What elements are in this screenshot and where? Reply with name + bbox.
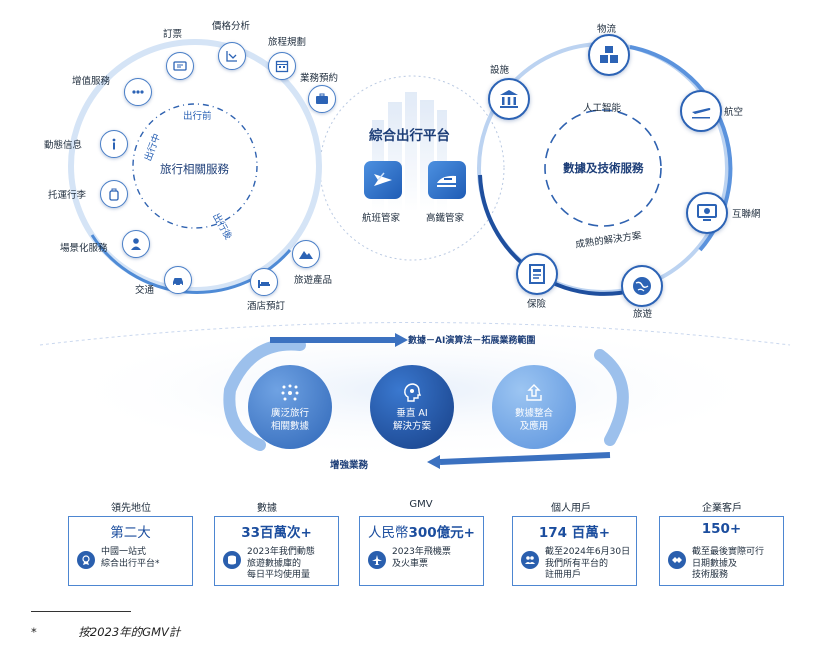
right-label-logistics: 物流 bbox=[597, 24, 617, 35]
stat-enterprise-text-3: 技術服務 bbox=[692, 570, 729, 581]
luggage-icon bbox=[100, 180, 128, 208]
globe-icon bbox=[621, 265, 663, 307]
phase-before: 出行前 bbox=[183, 111, 212, 122]
info-icon bbox=[100, 130, 128, 158]
stat-card-leading: 第二大 中國一站式綜合出行平台* bbox=[68, 516, 193, 586]
stat-data-text-3: 每日平均使用量 bbox=[247, 570, 311, 581]
bubble-data: 廣泛旅行 相關數據 bbox=[248, 365, 332, 449]
left-ring-title: 旅行相關服務 bbox=[160, 162, 229, 176]
bubble-ai-line1: 垂直 AI bbox=[396, 408, 428, 420]
document-icon bbox=[516, 253, 558, 295]
stat-header-leading: 領先地位 bbox=[111, 503, 151, 514]
briefcase-icon bbox=[308, 85, 336, 113]
stat-card-data: 33百萬次+ 2023年我們動態旅遊數據庫的每日平均使用量 bbox=[214, 516, 339, 586]
ring-label-hotel: 酒店預訂 bbox=[247, 301, 286, 312]
stat-users-text-2: 我們所有平台的 bbox=[545, 558, 609, 569]
footnote-mark: * bbox=[31, 625, 37, 639]
stat-gmv-text-2: 及火車票 bbox=[392, 558, 429, 569]
app-label-train: 高鐵管家 bbox=[426, 213, 465, 224]
platform-title: 綜合出行平台 bbox=[369, 128, 450, 144]
ring-label-tour: 旅遊產品 bbox=[294, 275, 333, 286]
bubble-ai: 垂直 AI 解決方案 bbox=[370, 365, 454, 449]
right-label-facility: 設施 bbox=[490, 65, 510, 76]
stat-header-enterprise: 企業客戶 bbox=[702, 503, 742, 514]
cycle-bottom-arrow-label: 增強業務 bbox=[330, 460, 369, 471]
bubble-ai-line2: 解決方案 bbox=[392, 420, 431, 432]
plane-app-icon bbox=[364, 161, 402, 199]
plane-small-icon bbox=[368, 551, 386, 569]
ring-label-luggage: 托運行李 bbox=[48, 190, 87, 201]
ring-label-info: 動態信息 bbox=[44, 140, 83, 151]
footnote-text: 按2023年的GMV計 bbox=[78, 625, 181, 639]
stat-leading-text-1: 中國一站式 bbox=[101, 547, 147, 557]
footnote-rule bbox=[31, 611, 131, 612]
ai-head-icon bbox=[404, 383, 422, 402]
bed-icon bbox=[250, 268, 278, 296]
stat-leading-text-2: 綜合出行平台* bbox=[101, 558, 160, 569]
stat-enterprise-text-1: 截至最後實際可行 bbox=[692, 547, 765, 557]
ring-label-business: 業務預約 bbox=[300, 73, 339, 84]
stat-header-users: 個人用戶 bbox=[551, 503, 591, 514]
stat-header-gmv: GMV bbox=[409, 499, 433, 510]
stat-enterprise-value: 150+ bbox=[701, 521, 742, 537]
building-icon bbox=[488, 78, 530, 120]
stat-users-value: 174 百萬+ bbox=[538, 525, 611, 541]
stat-enterprise-text-2: 日期數據及 bbox=[692, 558, 738, 569]
ring-label-scenario: 場景化服務 bbox=[60, 243, 108, 254]
database-icon bbox=[223, 551, 241, 569]
mountain-icon bbox=[292, 240, 320, 268]
ticket-icon bbox=[166, 52, 194, 80]
stat-users-text-3: 註冊用戶 bbox=[545, 570, 582, 581]
bubble-data-line1: 廣泛旅行 bbox=[270, 408, 309, 420]
right-ring-top-text: 人工智能 bbox=[583, 103, 622, 114]
stat-users-text-1: 截至2024年6月30日 bbox=[545, 547, 631, 557]
upload-icon bbox=[526, 384, 542, 401]
taxi-icon bbox=[164, 266, 192, 294]
chart-icon bbox=[218, 42, 246, 70]
stat-data-value: 33百萬次+ bbox=[241, 525, 312, 541]
award-icon bbox=[77, 551, 95, 569]
right-label-aviation: 航空 bbox=[724, 107, 744, 118]
ring-label-ticket: 訂票 bbox=[163, 29, 183, 40]
stat-card-users: 174 百萬+ 截至2024年6月30日我們所有平台的註冊用戶 bbox=[512, 516, 637, 586]
bubble-integration: 數據整合 及應用 bbox=[492, 365, 576, 449]
service-agent-icon bbox=[122, 230, 150, 258]
data-dots-icon bbox=[281, 384, 299, 401]
stat-leading-value: 第二大 bbox=[110, 525, 151, 541]
stat-gmv-prefix: 人民幣 bbox=[368, 525, 409, 541]
airplane-icon bbox=[680, 90, 722, 132]
stat-gmv-value: 300億元+ bbox=[408, 525, 476, 541]
more-icon bbox=[124, 78, 152, 106]
ring-label-price: 價格分析 bbox=[212, 21, 251, 32]
right-label-travel: 旅遊 bbox=[633, 309, 653, 320]
stat-header-data: 數據 bbox=[257, 503, 277, 514]
right-label-internet: 互聯網 bbox=[732, 209, 761, 220]
train-app-icon bbox=[428, 161, 466, 199]
footnote: * 按2023年的GMV計 bbox=[31, 624, 180, 640]
ring-label-plan: 旅程規劃 bbox=[268, 37, 307, 48]
bubble-integration-line1: 數據整合 bbox=[514, 408, 553, 420]
stat-card-gmv: 人民幣300億元+ 2023年飛機票及火車票 bbox=[359, 516, 484, 586]
handshake-icon bbox=[668, 551, 686, 569]
stat-card-enterprise: 150+ 截至最後實際可行日期數據及技術服務 bbox=[659, 516, 784, 586]
right-ring-title: 數據及技術服務 bbox=[563, 161, 644, 175]
stat-gmv-text-1: 2023年飛機票 bbox=[392, 547, 451, 557]
right-label-insurance: 保險 bbox=[527, 299, 547, 310]
calendar-icon bbox=[268, 52, 296, 80]
ring-label-value: 增值服務 bbox=[72, 76, 111, 87]
bubble-integration-line2: 及應用 bbox=[519, 420, 549, 432]
boxes-icon bbox=[588, 34, 630, 76]
users-icon bbox=[521, 551, 539, 569]
monitor-icon bbox=[686, 192, 728, 234]
cycle-top-arrow-label: 數據－AI演算法－拓展業務範圍 bbox=[408, 336, 536, 346]
stat-data-text-1: 2023年我們動態 bbox=[247, 547, 315, 557]
app-label-flight: 航班管家 bbox=[362, 213, 401, 224]
left-ring: 旅行相關服務 出行前 出行中 出行後 訂票 價格分析 旅程規劃 業務預約 增值服… bbox=[0, 0, 338, 312]
ring-label-transport: 交通 bbox=[135, 285, 155, 296]
bubble-data-line2: 相關數據 bbox=[270, 420, 309, 432]
stat-data-text-2: 旅遊數據庫的 bbox=[247, 558, 302, 569]
